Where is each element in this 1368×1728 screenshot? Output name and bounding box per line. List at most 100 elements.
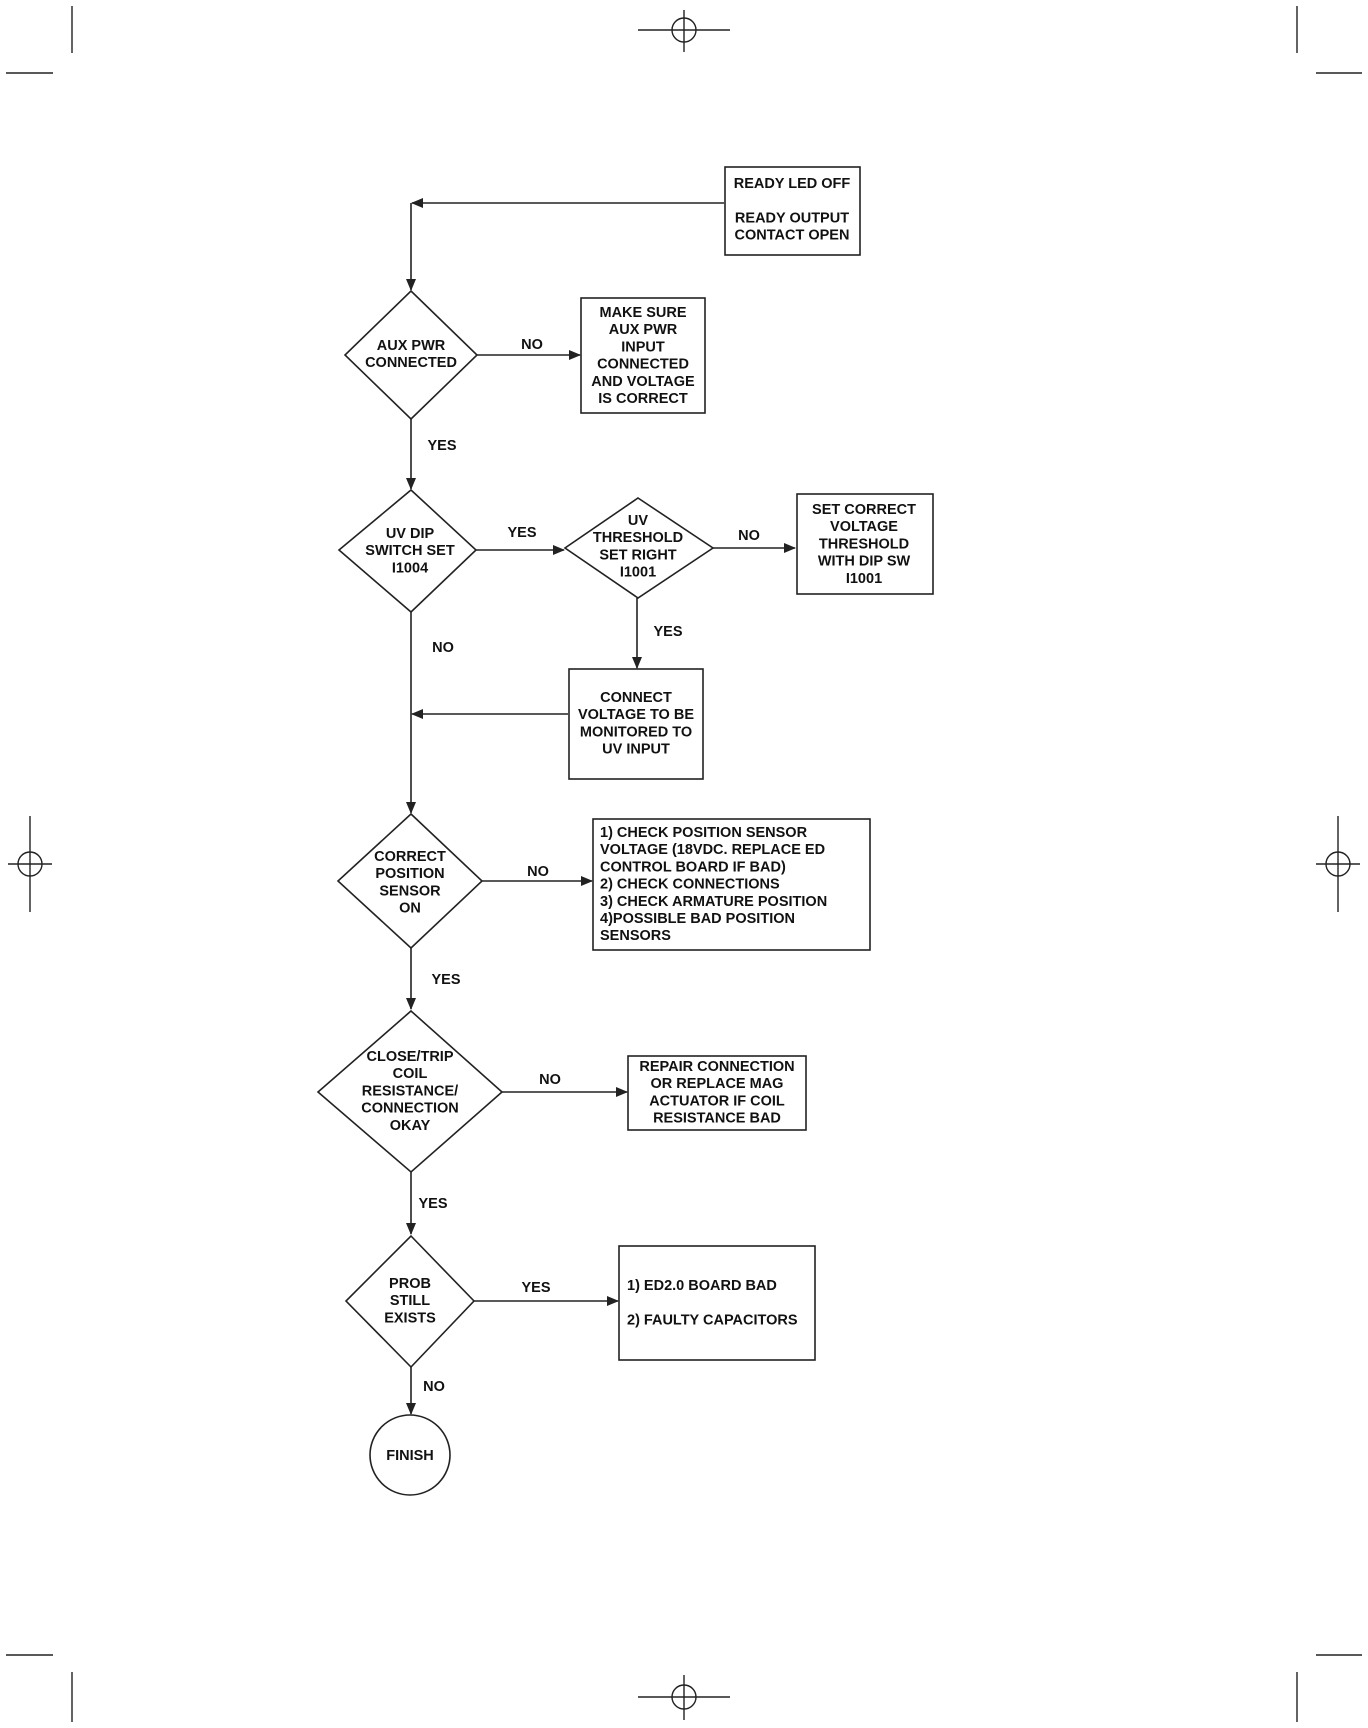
registration-marks <box>6 6 1362 1722</box>
set-voltage-label-line: THRESHOLD <box>819 536 909 552</box>
uv-threshold-decision <box>563 497 715 599</box>
label-uv-dip-no: NO <box>432 640 454 656</box>
position-sensor-label-line: ON <box>399 901 421 917</box>
connect-voltage-label-line: CONNECT <box>600 690 672 706</box>
label-threshold-yes: YES <box>653 624 682 640</box>
coil-label-line: CLOSE/TRIP <box>366 1049 453 1065</box>
connect-voltage-label-line: UV INPUT <box>602 742 670 758</box>
set-voltage-label-line: SET CORRECT <box>812 502 916 518</box>
position-sensor-decision <box>336 812 484 950</box>
repair-box <box>627 1055 807 1131</box>
sensor-checks-label-line: VOLTAGE (18VDC. REPLACE ED <box>600 842 825 858</box>
repair-label-line: OR REPLACE MAG <box>651 1076 784 1092</box>
aux-pwr-decision <box>343 289 479 421</box>
repair-label-line: RESISTANCE BAD <box>653 1111 781 1127</box>
aux-fix-label-line: AND VOLTAGE <box>591 374 695 390</box>
prob-exists-label-line: STILL <box>390 1293 430 1309</box>
aux-fix-label-line: AUX PWR <box>609 322 678 338</box>
sensor-checks-label-line: SENSORS <box>600 928 671 944</box>
repair-label-line: REPAIR CONNECTION <box>639 1059 794 1075</box>
aux-fix-label-line: MAKE SURE <box>599 305 686 321</box>
position-sensor-label-line: POSITION <box>375 866 444 882</box>
label-aux-no: NO <box>521 337 543 353</box>
set-voltage-box <box>796 493 934 595</box>
position-sensor-label-line: SENSOR <box>379 883 441 899</box>
prob-exists-decision <box>344 1234 476 1369</box>
repair-label-line: ACTUATOR IF COIL <box>649 1093 785 1109</box>
prob-exists-label-line: EXISTS <box>384 1310 436 1326</box>
prob-exists-label-line: PROB <box>389 1276 431 1292</box>
aux-fix-label-line: INPUT <box>621 339 665 355</box>
label-uv-dip-yes: YES <box>507 525 536 541</box>
node-shapes <box>316 166 934 1496</box>
label-coil-yes: YES <box>418 1196 447 1212</box>
label-sensor-no: NO <box>527 864 549 880</box>
connect-voltage-label-line: MONITORED TO <box>580 724 692 740</box>
coil-decision <box>316 1009 504 1174</box>
finish-terminal <box>369 1414 451 1496</box>
uv-dip-label-line: I1004 <box>392 560 428 576</box>
uv-threshold-label-line: SET RIGHT <box>599 547 676 563</box>
finish-label-line: FINISH <box>386 1448 434 1464</box>
label-prob-yes: YES <box>521 1280 550 1296</box>
uv-threshold-label-line: THRESHOLD <box>593 530 683 546</box>
connect-voltage-box <box>568 668 704 780</box>
start-box <box>724 166 861 256</box>
board-bad-label: 1) ED2.0 BOARD BAD 2) FAULTY CAPACITORS <box>627 1278 798 1328</box>
aux-fix-label-line: IS CORRECT <box>598 391 688 407</box>
board-bad-box <box>618 1245 816 1361</box>
label-prob-no: NO <box>423 1379 445 1395</box>
set-voltage-label-line: I1001 <box>846 571 882 587</box>
label-coil-no: NO <box>539 1072 561 1088</box>
sensor-checks-label-line: 3) CHECK ARMATURE POSITION <box>600 894 827 910</box>
sensor-checks-label-line: CONTROL BOARD IF BAD) <box>600 859 786 875</box>
uv-dip-label-line: SWITCH SET <box>365 543 455 559</box>
label-sensor-yes: YES <box>431 972 460 988</box>
uv-threshold-label-line: UV <box>628 513 648 529</box>
aux-fix-box <box>580 297 706 414</box>
uv-threshold-label-line: I1001 <box>620 565 656 581</box>
finish-label: FINISH <box>386 1448 434 1464</box>
uv-dip-label-line: UV DIP <box>386 526 435 542</box>
uv-dip-decision <box>337 488 478 614</box>
label-threshold-no: NO <box>738 528 760 544</box>
sensor-checks-box <box>592 818 871 951</box>
coil-label-line: RESISTANCE/ <box>362 1083 458 1099</box>
board-bad-label-line: 2) FAULTY CAPACITORS <box>627 1312 798 1328</box>
start-label-line <box>790 193 794 209</box>
connectors <box>406 198 796 1415</box>
start-label: READY LED OFF READY OUTPUT CONTACT OPEN <box>734 176 851 244</box>
coil-label-line: OKAY <box>390 1118 431 1134</box>
aux-pwr-label-line: AUX PWR <box>377 338 446 354</box>
aux-pwr-label-line: CONNECTED <box>365 355 457 371</box>
board-bad-label-line: 1) ED2.0 BOARD BAD <box>627 1278 777 1294</box>
coil-label-line: COIL <box>393 1066 428 1082</box>
aux-fix-label-line: CONNECTED <box>597 357 689 373</box>
position-sensor-label-line: CORRECT <box>374 849 446 865</box>
sensor-checks-label-line: 4)POSSIBLE BAD POSITION <box>600 911 795 927</box>
coil-label-line: CONNECTION <box>361 1101 458 1117</box>
start-label-line: READY LED OFF <box>734 176 851 192</box>
label-aux-yes: YES <box>427 438 456 454</box>
sensor-checks-label-line: 2) CHECK CONNECTIONS <box>600 877 780 893</box>
set-voltage-label-line: WITH DIP SW <box>818 554 911 570</box>
sensor-checks-label-line: 1) CHECK POSITION SENSOR <box>600 825 808 841</box>
node-labels: READY LED OFF READY OUTPUT CONTACT OPEN A… <box>361 176 916 1464</box>
connect-voltage-label-line: VOLTAGE TO BE <box>578 707 694 723</box>
set-voltage-label-line: VOLTAGE <box>830 519 898 535</box>
start-label-line: CONTACT OPEN <box>735 228 850 244</box>
start-label-line: READY OUTPUT <box>735 210 849 226</box>
board-bad-label-line <box>627 1295 631 1311</box>
